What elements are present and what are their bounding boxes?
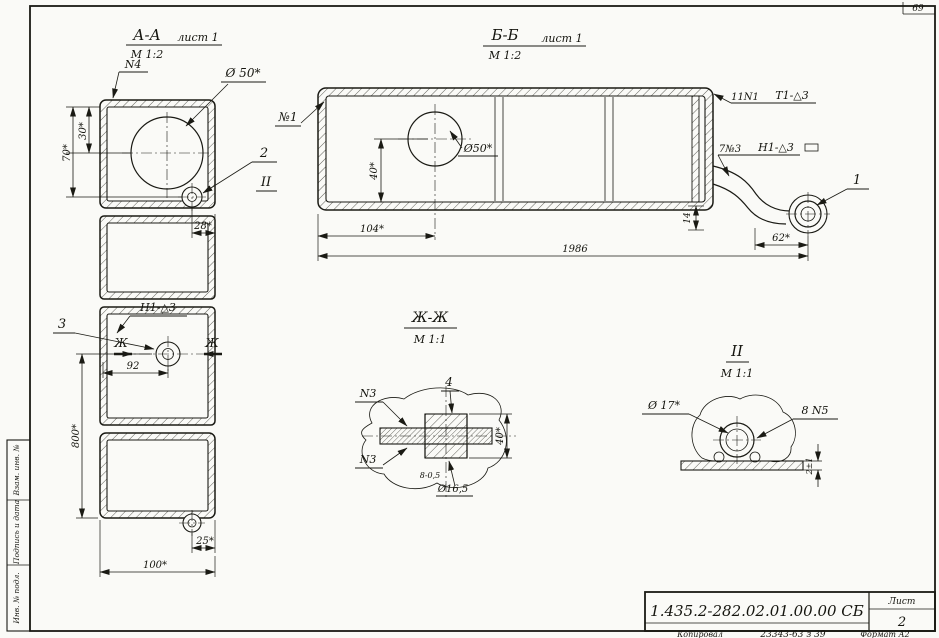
ii-dia17: Ø 17* xyxy=(647,399,681,412)
view-bb-sheet-ref: лист 1 xyxy=(541,32,582,45)
view-bb-scale: М 1:2 xyxy=(488,49,521,62)
ii-dim2: 2±1 xyxy=(805,458,814,476)
bb-label-7n3: 7№3 xyxy=(719,144,741,155)
view-zhzh-scale: М 1:1 xyxy=(413,333,446,346)
zhzh-callout4: 4 xyxy=(444,375,453,389)
handwritten-note: 23343-63 з 39 xyxy=(759,630,825,638)
sheet-number: 2 xyxy=(897,615,906,630)
aa-detail-ref: II xyxy=(260,175,272,190)
view-bb-title: Б-Б xyxy=(490,26,518,44)
bb-dim40: 40* xyxy=(369,162,380,181)
aa-dim70: 70* xyxy=(62,144,73,162)
stamp-vzam-inv: Взам. инв. № xyxy=(12,444,21,496)
view-bb: Б-Б лист 1 М 1:2 №1 xyxy=(275,26,869,261)
bb-dia50: Ø50* xyxy=(463,142,493,155)
view-ii-scale: М 1:1 xyxy=(720,367,753,380)
aa-weld-label: Н1-△3 xyxy=(139,301,176,314)
zhzh-geometry xyxy=(361,386,516,500)
aa-dim92: 92 xyxy=(127,361,140,372)
bb-weld-h1: Н1-△3 xyxy=(757,141,794,154)
zhzh-dia165: Ø16,5 xyxy=(437,484,468,495)
bb-weld-flange-symbol xyxy=(804,143,819,152)
bb-dim1986: 1986 xyxy=(562,244,588,255)
aa-section-letter-right: Ж xyxy=(204,336,219,350)
bb-weld-t1: Т1-△3 xyxy=(775,89,809,102)
aa-section-letter-left: Ж xyxy=(113,336,128,350)
sheet-frame: 69 xyxy=(29,2,936,632)
bb-body-geometry xyxy=(317,87,830,240)
left-stamp: Инв. № подл. Подпись и дата Взам. инв. № xyxy=(6,439,31,632)
title-block: 1.435.2-282.02.01.00.00 СБ Лист 2 Копиро… xyxy=(644,591,936,638)
view-aa-sheet-ref: лист 1 xyxy=(177,31,218,44)
stamp-podpis-data: Подпись и дата xyxy=(12,500,21,565)
view-zhzh-title: Ж-Ж xyxy=(411,310,449,326)
stamp-inv-podl: Инв. № подл. xyxy=(12,572,21,624)
bb-label-11n1: 11N1 xyxy=(731,92,759,103)
view-ii-title: II xyxy=(730,342,744,360)
view-aa: А-А лист 1 М 1:2 xyxy=(53,26,277,577)
aa-dim28: 28* xyxy=(193,221,212,232)
view-aa-scale: М 1:2 xyxy=(130,48,163,61)
zhzh-label-n3-bottom: N3 xyxy=(359,453,377,466)
copied-label: Копировал xyxy=(676,630,723,638)
aa-dim100: 100* xyxy=(143,560,167,571)
aa-dim800: 800* xyxy=(71,424,82,448)
aa-body-geometry xyxy=(99,99,216,536)
ii-geometry xyxy=(680,394,804,471)
aa-dim25: 25* xyxy=(195,536,214,547)
bb-callout1: 1 xyxy=(853,173,861,188)
aa-dia50: Ø 50* xyxy=(225,66,261,80)
bb-dim104: 104* xyxy=(360,224,384,235)
bb-dim62: 62* xyxy=(772,233,790,244)
zhzh-dim8: 8-0,5 xyxy=(420,471,441,480)
corner-number: 69 xyxy=(912,4,924,14)
bb-dim14: 14 xyxy=(683,212,693,224)
aa-callout2: 2 xyxy=(259,146,268,161)
aa-callout3: 3 xyxy=(58,317,66,332)
aa-label-n4: N4 xyxy=(124,58,142,71)
sheet-label: Лист xyxy=(888,597,916,607)
aa-dim30: 30* xyxy=(78,122,89,140)
view-aa-title: А-А xyxy=(132,26,161,44)
view-zhzh: Ж-Ж М 1:1 N3 4 N3 40* xyxy=(355,310,516,500)
ii-label-8n5: 8 N5 xyxy=(801,404,828,417)
bb-label-no1: №1 xyxy=(278,110,298,124)
view-ii: II М 1:1 Ø 17* 8 N5 2±1 xyxy=(642,342,838,487)
format-label: Формат А2 xyxy=(860,630,909,638)
zhzh-label-n3-top: N3 xyxy=(359,387,377,400)
doc-number: 1.435.2-282.02.01.00.00 СБ xyxy=(650,602,864,620)
zhzh-dim40: 40* xyxy=(495,427,506,446)
